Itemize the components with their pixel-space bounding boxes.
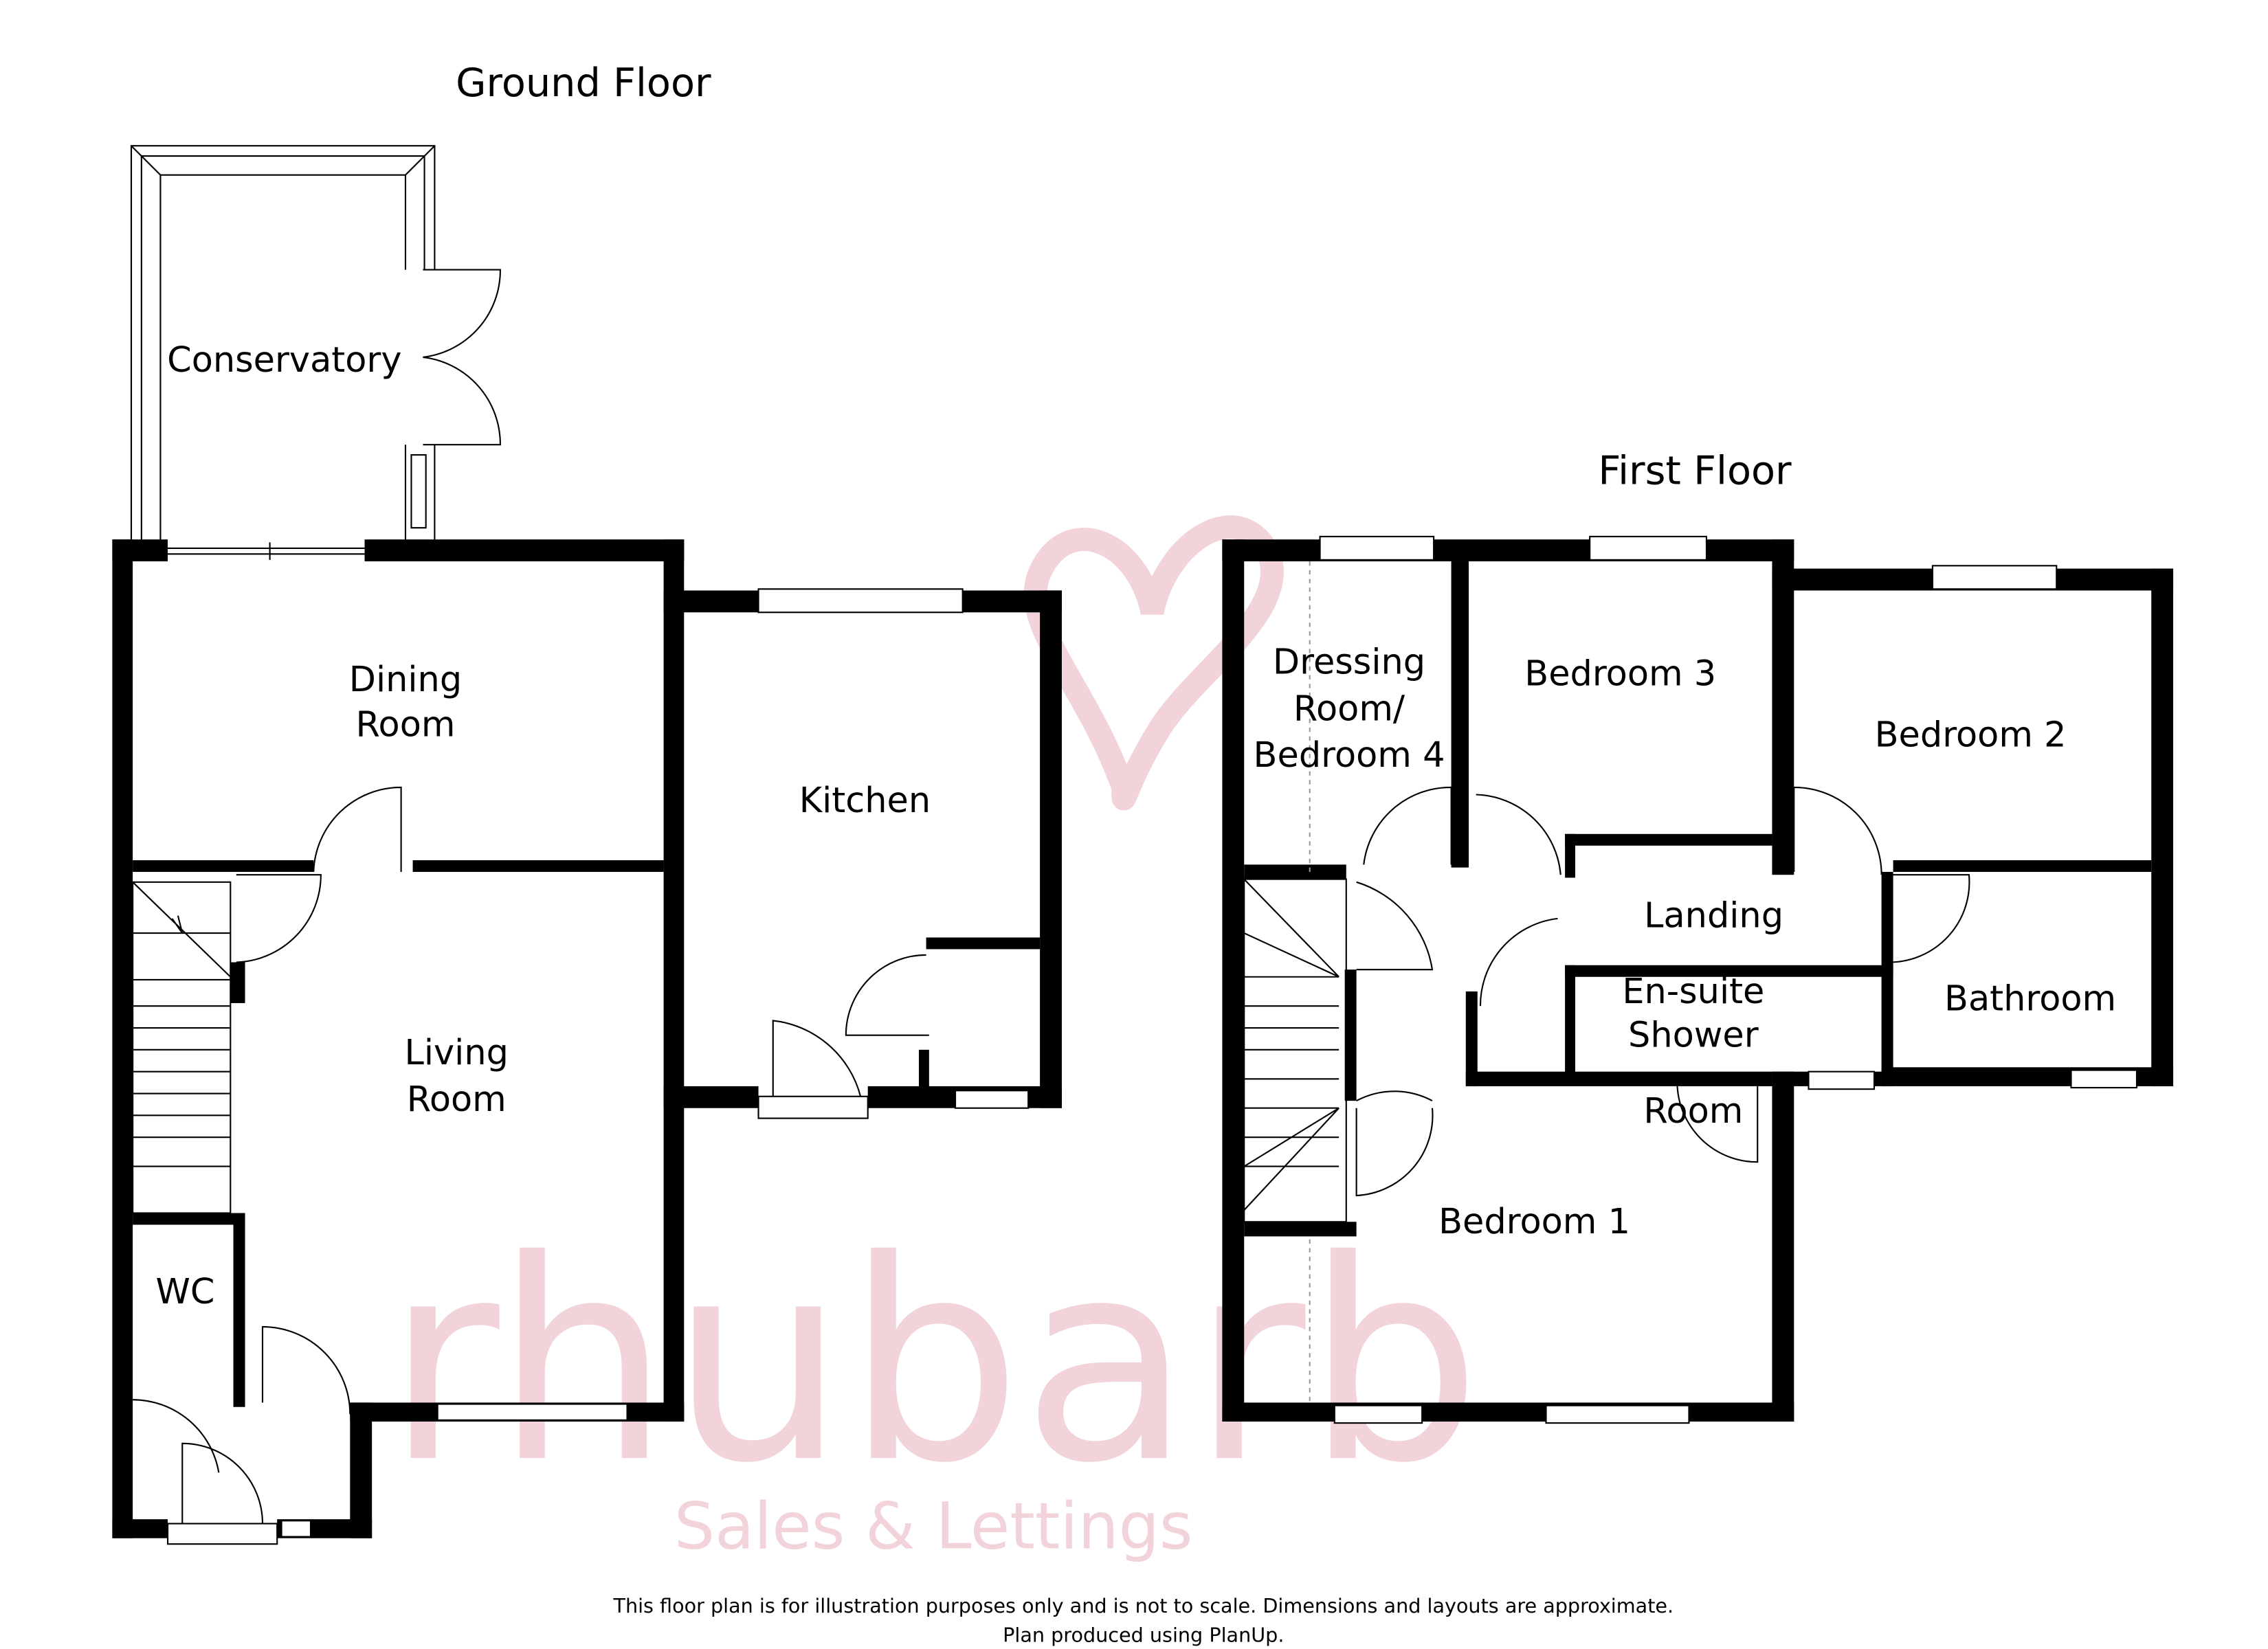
kitchen-door-arcs [772, 954, 929, 1097]
conservatory-window [410, 454, 427, 529]
room-label-bedroom-2: Bedroom 2 [1875, 715, 2067, 755]
ground-floor-title: Ground Floor [456, 60, 711, 106]
dining-door-arc [313, 786, 402, 873]
room-label-kitchen: Kitchen [799, 781, 931, 821]
room-label-living: Living [405, 1033, 509, 1073]
room-label-conservatory: Conservatory [167, 340, 401, 381]
room-label-bathroom: Bathroom [1944, 979, 2116, 1020]
front-door [166, 1523, 278, 1545]
room-label-dressing: Dressing [1273, 642, 1425, 682]
room-label-shower-room: Room [1643, 1091, 1743, 1132]
back-door [757, 1095, 869, 1119]
watermark: rhubarb Sales & Lettings [386, 515, 1482, 1564]
watermark-tagline: Sales & Lettings [674, 1490, 1193, 1564]
entrance-door-arc [133, 1399, 264, 1524]
conservatory-frame [130, 145, 436, 547]
disclaimer-line-1: This floor plan is for illustration purp… [612, 1594, 1674, 1617]
conservatory-door-arc [423, 269, 501, 446]
first-floor-door-arcs [1355, 786, 1970, 1197]
room-label-landing: Landing [1644, 896, 1783, 936]
room-label-wc: WC [156, 1272, 215, 1312]
room-label-living-room: Room [407, 1079, 507, 1120]
room-label-dining: Dining [349, 660, 462, 700]
first-floor-stairs [1243, 878, 1347, 1223]
watermark-brand: rhubarb [386, 1202, 1482, 1524]
room-label-dressing-room: Room/ [1293, 688, 1405, 729]
room-label-en-suite: En-suite [1622, 972, 1764, 1012]
room-label-shower: Shower [1628, 1016, 1759, 1056]
sliding-door [168, 542, 365, 560]
first-floor-title: First Floor [1598, 448, 1792, 494]
hall-door-arc [236, 874, 322, 963]
disclaimer-line-2: Plan produced using PlanUp. [1003, 1623, 1284, 1646]
wc-door-arc [261, 1325, 351, 1415]
ground-stairs [132, 881, 232, 1214]
room-label-bedroom-4: Bedroom 4 [1254, 735, 1445, 776]
ground-floor-plan [112, 145, 1062, 1545]
first-floor-plan [1222, 535, 2174, 1424]
room-label-bedroom-3: Bedroom 3 [1524, 653, 1716, 694]
room-label-bedroom-1: Bedroom 1 [1438, 1202, 1630, 1242]
room-label-dining-room: Room [355, 705, 455, 745]
